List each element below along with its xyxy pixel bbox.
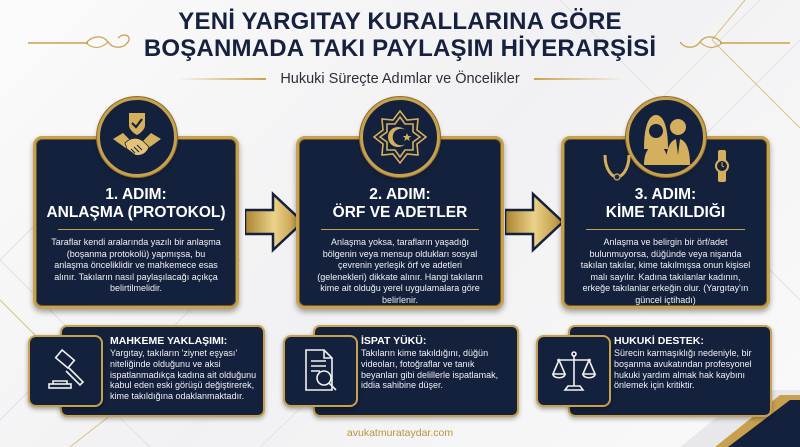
subtitle-rule-right [533,78,624,80]
footer-website: avukatmurataydar.com [346,427,454,439]
document-search-icon [304,349,337,391]
step-1-heading: ANLAŞMA (PROTOKOL) [46,204,226,221]
scales-of-justice-icon [551,351,596,391]
info-1-icon-tile [28,335,103,407]
title-line-2: BOŞANMADA TAKI PAYLAŞIM HİYERARŞİSİ [143,35,657,62]
step-2-number: 2. ADIM: [369,186,431,203]
step-2-divider [321,229,479,230]
necklace-icon [603,154,631,181]
info-1-body: Yargıtay, takıların 'ziynet eşyası' nite… [110,348,257,402]
step-3-medallion [626,97,706,177]
step-1-body: Taraflar kendi aralarında yazılı bir anl… [51,237,221,294]
info-2-title: İSPAT YÜKÜ: [361,335,427,347]
bride-groom-icon [644,115,690,165]
step-1-divider [58,229,214,230]
subtitle-rule-left [176,78,267,80]
step-3-number: 3. ADIM: [634,186,697,203]
step-2-title: 2. ADIM: ÖRF VE ADETLER [299,186,501,222]
step-3-divider [586,229,745,230]
info-2-icon-tile [283,335,358,407]
step-3-body: Anlaşma ve belirgin bir örf/adet bulunmu… [580,237,751,305]
gavel-icon [47,348,84,389]
corner-decoration [680,370,800,447]
handshake-shield-icon [113,113,161,156]
step-1-title: 1. ADIM: ANLAŞMA (PROTOKOL) [36,186,236,222]
step-2-heading: ÖRF VE ADETLER [332,204,468,221]
crescent-star-icon [372,109,428,165]
info-3-icon-tile [536,335,611,407]
step-1-medallion [97,97,177,177]
page-title: YENİ YARGITAY KURALLARINA GÖRE BOŞANMADA… [0,8,800,62]
subtitle-row: Hukuki Süreçte Adımlar ve Öncelikler [0,68,800,90]
step-2-medallion [360,97,440,177]
info-3-body: Sürecin karmaşıklığı nedeniyle, bir boşa… [614,348,752,391]
arrow-step2-to-step3 [505,191,565,253]
info-1-title: MAHKEME YAKLAŞIMI: [110,335,228,347]
info-2-body: Takıların kime takıldığını, düğün videol… [361,348,499,391]
step-3-title: 3. ADIM: KİME TAKILDIĞI [564,186,767,222]
step-2-body: Anlaşma yoksa, tarafların yaşadığı bölge… [317,237,483,305]
wristwatch-icon [715,150,729,182]
info-box-burden-of-proof: İSPAT YÜKÜ: Takıların kime takıldığını, … [313,325,519,417]
step-1-number: 1. ADIM: [105,186,167,203]
info-3-title: HUKUKİ DESTEK: [614,335,704,347]
title-line-1: YENİ YARGITAY KURALLARINA GÖRE [178,8,622,35]
arrow-step1-to-step2 [245,191,305,253]
left-flourish-ornament [28,34,130,48]
subtitle: Hukuki Süreçte Adımlar ve Öncelikler [280,71,520,87]
step-3-heading: KİME TAKILDIĞI [605,204,726,221]
